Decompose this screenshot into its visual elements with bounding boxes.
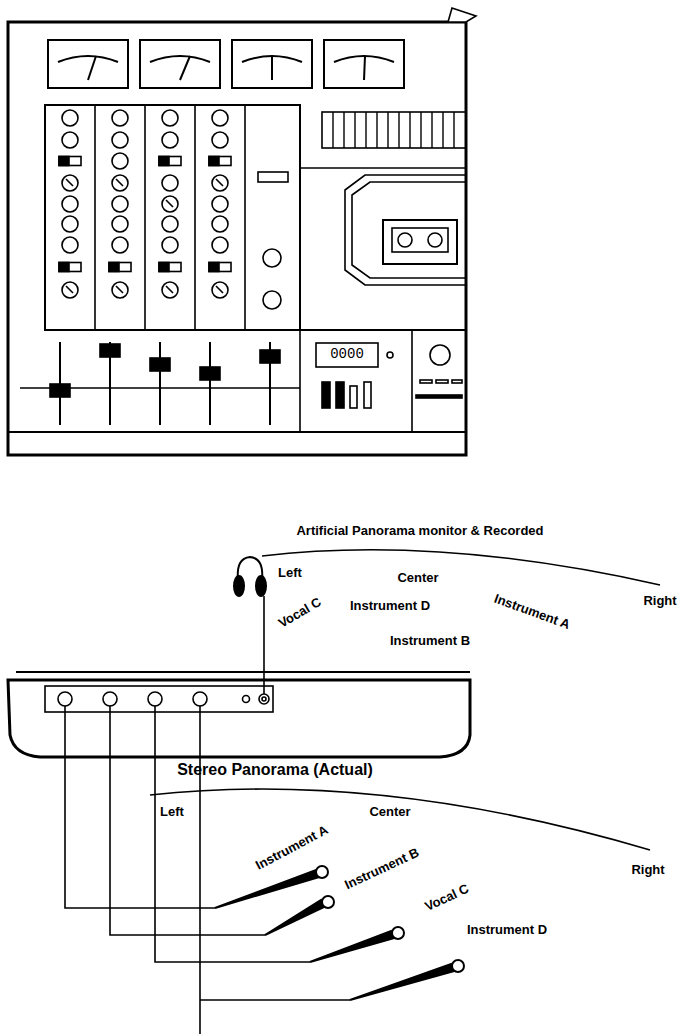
source-label: Instrument A — [253, 823, 330, 873]
direction-label: Left — [278, 566, 302, 580]
source-label: Instrument D — [467, 923, 547, 937]
direction-label: Right — [631, 863, 664, 877]
direction-label: Center — [397, 571, 438, 585]
source-label: Instrument B — [390, 634, 470, 648]
source-label: Vocal C — [423, 882, 471, 915]
source-label: Instrument D — [350, 599, 430, 613]
source-label: Instrument B — [343, 846, 422, 893]
monitor-heading: Artificial Panorama monitor & Recorded — [296, 524, 543, 538]
direction-label: Center — [369, 805, 410, 819]
direction-label: Right — [643, 594, 676, 608]
source-label: Vocal C — [276, 595, 324, 631]
counter-display: 0000 — [330, 347, 364, 362]
direction-label: Left — [160, 805, 184, 819]
source-label: Instrument A — [492, 592, 572, 633]
actual-heading: Stereo Panorama (Actual) — [177, 761, 373, 779]
